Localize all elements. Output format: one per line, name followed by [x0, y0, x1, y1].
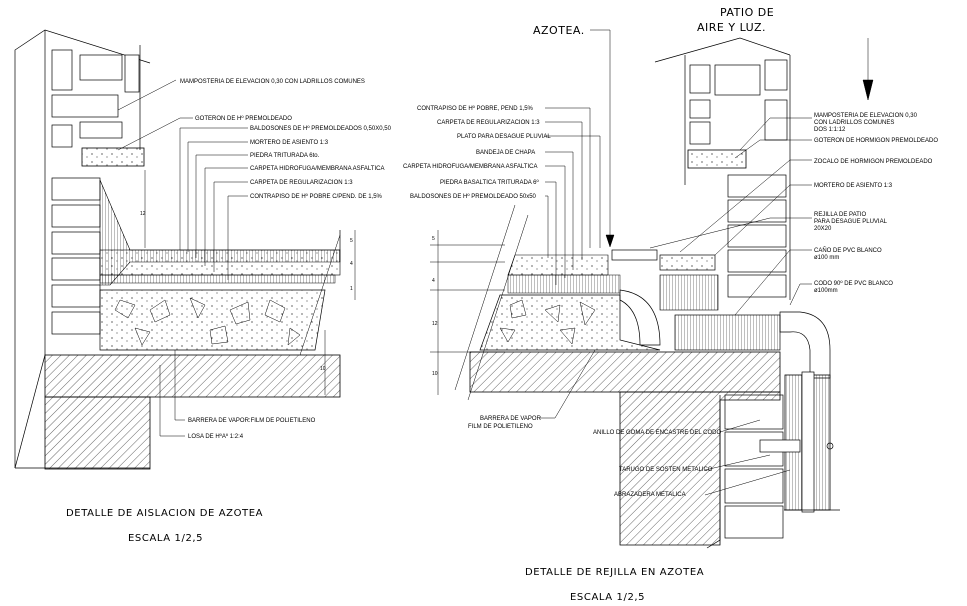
label-r-anillo: ANILLO DE GOMA DE ENCASTRE DEL CODO	[593, 430, 721, 436]
svg-text:12: 12	[140, 211, 146, 217]
label-r-barrera: BARRERA DE VAPOR	[480, 416, 542, 422]
label-r-mortero: MORTERO DE ASIENTO 1:3	[814, 183, 893, 189]
label-r-baldosones: BALDOSONES DE Hº PREMOLDEADO 50x50	[410, 193, 537, 200]
left-floor-layers	[15, 179, 341, 470]
label-r-carpeta-hidrofuga: CARPETA HIDROFUGA/MEMBRANA ASFALTICA	[403, 164, 537, 170]
left-leaders	[117, 79, 248, 437]
label-r-mamposteria-1: MAMPOSTERIA DE ELEVACION 0,30	[814, 113, 918, 119]
label-r-plato: PLATO PARA DESAGUE PLUVIAL	[457, 134, 551, 140]
patio-heading-line2: AIRE Y LUZ.	[697, 21, 766, 34]
label-mamposteria: MAMPOSTERIA DE ELEVACION 0,30 CON LADRIL…	[180, 79, 365, 85]
right-scale: ESCALA 1/2,5	[570, 592, 645, 603]
left-title: DETALLE DE AISLACION DE AZOTEA	[66, 508, 263, 519]
svg-text:10: 10	[320, 366, 326, 372]
label-r-codo-1: CODO 90º DE PVC BLANCO	[814, 280, 893, 287]
right-dim-marks: 5 4 12 10	[432, 236, 438, 377]
patio-heading-line1: PATIO DE	[720, 6, 774, 19]
label-r-bandeja: BANDEJA DE CHAPA	[476, 150, 535, 156]
right-title: DETALLE DE REJILLA EN AZOTEA	[525, 567, 704, 578]
label-r-mamposteria-2: CON LADRILLOS COMUNES	[814, 120, 894, 126]
label-r-carpeta-regularizacion: CARPETA DE REGULARIZACION 1:3	[437, 120, 540, 126]
label-r-abrazadera: ABRAZADERA METALICA	[614, 492, 686, 498]
label-r-cano-1: CAÑO DE PVC BLANCO	[814, 247, 882, 254]
label-barrera: BARRERA DE VAPOR:FILM DE POLIETILENO	[188, 418, 316, 424]
azotea-heading: AZOTEA.	[533, 24, 585, 37]
right-floor-layers	[454, 204, 840, 546]
label-mortero: MORTERO DE ASIENTO 1:3	[250, 140, 329, 146]
label-r-mamposteria-3: DOS 1:1:12	[814, 127, 846, 133]
svg-text:4: 4	[432, 278, 435, 284]
label-r-piedra: PIEDRA BASALTICA TRITURADA 6º	[440, 179, 539, 186]
label-contrapiso: CONTRAPISO DE Hº POBRE C/PEND. DE 1,5%	[250, 193, 383, 200]
label-r-tarugo: TARUGO DE SOSTEN METALICO	[619, 467, 713, 473]
right-dimensions	[430, 230, 505, 395]
label-r-cano-2: ø100 mm	[814, 255, 839, 261]
label-r-rejilla-3: 20X20	[814, 226, 832, 232]
left-wall	[14, 29, 151, 469]
label-r-codo-2: ø100mm	[814, 288, 838, 294]
label-piedra: PIEDRA TRITURADA 6to.	[250, 153, 320, 159]
label-r-rejilla-2: PARA DESAGUE PLUVIAL	[814, 219, 888, 225]
label-carpeta-hidrofuga: CARPETA HIDROFUGA/MEMBRANA ASFALTICA	[250, 166, 384, 172]
label-r-goteron: GOTERON DE HORMIGON PREMOLDEADO	[814, 138, 938, 144]
label-carpeta-regularizacion: CARPETA DE REGULARIZACION 1:3	[250, 180, 353, 186]
label-goteron: GOTERON DE Hº PREMOLDEADO	[195, 115, 292, 122]
label-r-rejilla-1: REJILLA DE PATIO	[814, 212, 866, 218]
svg-text:5: 5	[432, 236, 435, 242]
label-baldosones: BALDOSONES DE Hº PREMOLDEADOS 0,50X0,50	[250, 125, 392, 132]
left-dim-marks: 5 4 1 10 12	[140, 211, 353, 372]
svg-text:1: 1	[350, 286, 353, 292]
label-r-film: FILM DE POLIETILENO	[468, 424, 533, 430]
left-scale: ESCALA 1/2,5	[128, 533, 203, 544]
label-losa: LOSA DE HºAº 1:2:4	[188, 433, 244, 440]
left-dimensions	[144, 170, 356, 395]
label-r-zocalo: ZOCALO DE HORMIGON PREMOLDEADO	[814, 159, 933, 165]
svg-text:4: 4	[350, 261, 353, 267]
svg-text:12: 12	[432, 321, 438, 327]
right-leaders	[540, 29, 874, 496]
svg-text:5: 5	[350, 238, 353, 244]
label-r-contrapiso: CONTRAPISO DE Hº POBRE, PEND 1,5%	[417, 105, 534, 112]
svg-text:10: 10	[432, 371, 438, 377]
